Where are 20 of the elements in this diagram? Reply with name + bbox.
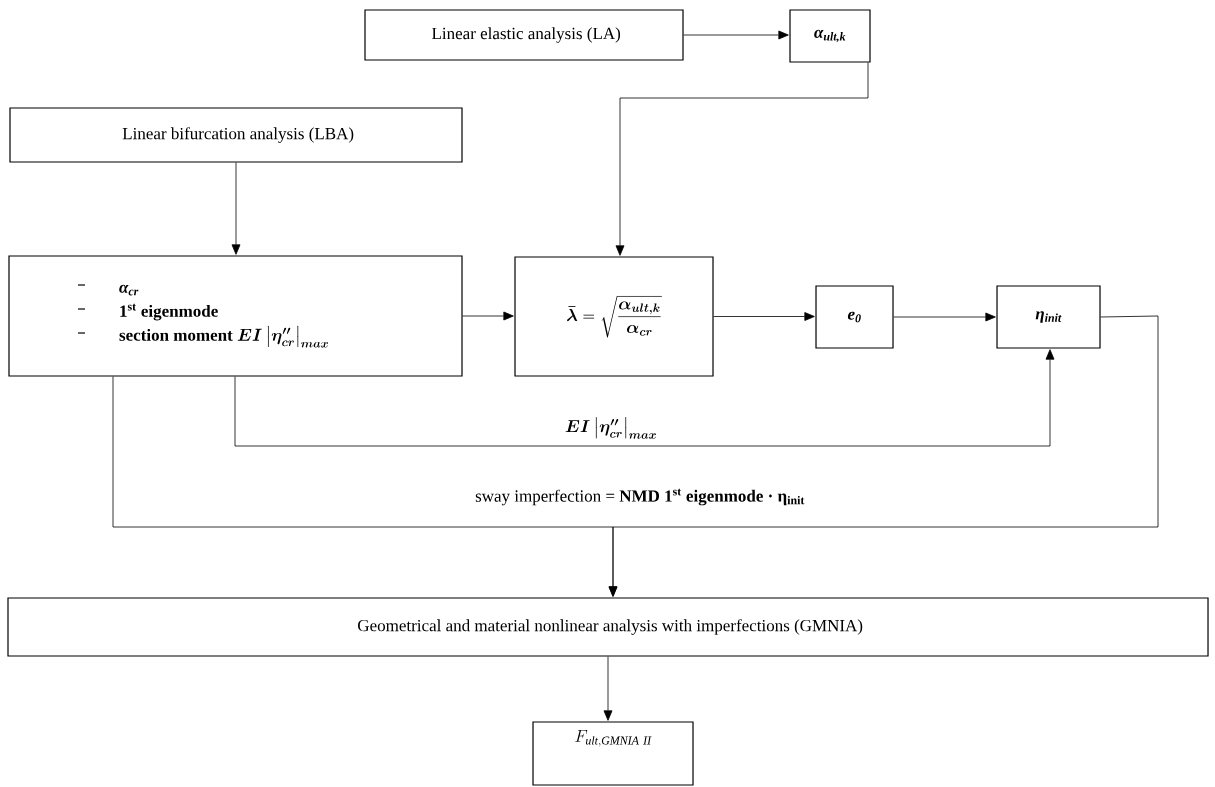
process-box: α$_{ult,k}$ [789, 9, 871, 63]
arrow [231, 162, 241, 255]
process-box: η$_{init}$ [996, 285, 1101, 349]
process-box: e$_{0}$ [815, 285, 894, 349]
arrow [603, 656, 613, 721]
process-box: $F_{\mathit{ult,GMNIA\ II}}$ [532, 721, 694, 786]
edge-label: sway imperfection = NMD 1$^{st}$ eigenmode · η$_{init}$ [474, 487, 806, 507]
arrow [713, 312, 815, 321]
arrow [683, 30, 789, 40]
list-box: α$_{cr}$ 1$^{st}$ eigenmode $\textbf{section moment }\boldsymbol{EI\left|\eta''_{cr}\right|_{max}}$ [8, 255, 463, 377]
arrow [608, 315, 1159, 597]
process-box: Geometrical and material nonlinear analysis with imperfections (GMNIA) [7, 597, 1209, 657]
arrow [893, 312, 996, 322]
arrow [462, 311, 514, 321]
process-box: Linear bifurcation analysis (LBA) [9, 107, 463, 163]
arrow [615, 62, 869, 256]
formula-box: $\boldsymbol{\bar{\lambda}} = \sqrt{\frac{\boldsymbol{\alpha_{ult,k}}}{\boldsymbol{\alpha_{cr}}}}$ [514, 256, 714, 377]
edge-label: $\boldsymbol{EI\left|\eta''_{cr}\right|_{max}}$ [563, 416, 659, 440]
process-box: Linear elastic analysis (LA) [364, 9, 684, 61]
arrow [234, 349, 1055, 447]
